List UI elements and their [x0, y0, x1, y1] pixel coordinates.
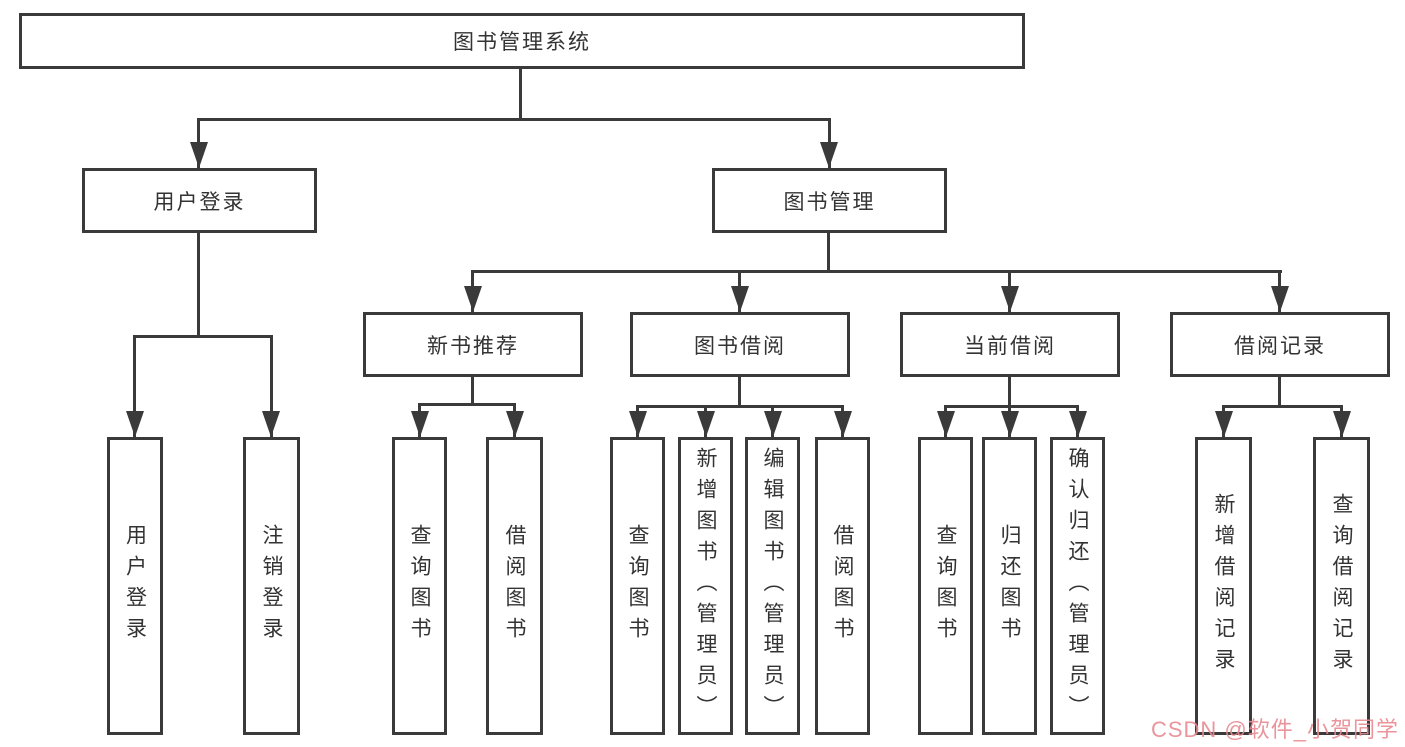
- arrowhead-down-icon: [464, 286, 482, 312]
- arrowhead-down-icon: [411, 411, 429, 437]
- csdn-watermark: CSDN @软件_小贺同学: [1150, 717, 1399, 742]
- node-book-borrowing: 图书借阅: [630, 312, 850, 377]
- arrowhead-down-icon: [506, 411, 524, 437]
- connector-book-borrow-bar: [636, 405, 844, 408]
- leaf-user-login-label: 用户登录: [123, 524, 147, 648]
- node-new-book-recommend: 新书推荐: [363, 312, 583, 377]
- leaf-query-borrow-record-label: 查询借阅记录: [1330, 493, 1354, 679]
- node-new-book-recommend-label: 新书推荐: [427, 334, 519, 358]
- connector-borrow-records-stem: [1278, 377, 1281, 405]
- leaf-query-books-1-label: 查询图书: [408, 524, 432, 648]
- connector-borrow-records-bar: [1222, 405, 1343, 408]
- leaf-query-books-3: 查询图书: [918, 437, 973, 735]
- leaf-query-books-2: 查询图书: [610, 437, 665, 735]
- leaf-edit-book-admin-label: 编辑图书（管理员）: [761, 446, 785, 726]
- node-current-borrowing-label: 当前借阅: [964, 334, 1056, 358]
- node-root: 图书管理系统: [19, 13, 1025, 69]
- connector-current-borrow-bar: [944, 405, 1079, 408]
- node-book-management: 图书管理: [712, 168, 947, 233]
- leaf-return-book-label: 归还图书: [998, 524, 1022, 648]
- leaf-borrow-books-2: 借阅图书: [815, 437, 870, 735]
- connector-user-login-bar: [133, 335, 273, 338]
- arrowhead-down-icon: [1069, 411, 1087, 437]
- leaf-borrow-books-1: 借阅图书: [486, 437, 543, 735]
- node-book-management-label: 图书管理: [783, 190, 876, 214]
- arrowhead-down-icon: [1271, 286, 1289, 312]
- connector-book-mgmt-stem: [827, 233, 830, 270]
- arrowhead-down-icon: [731, 286, 749, 312]
- arrowhead-down-icon: [764, 411, 782, 437]
- leaf-add-book-admin: 新增图书（管理员）: [678, 437, 733, 735]
- connector-to-leaf-user-login: [133, 335, 136, 437]
- connector-book-borrow-stem: [738, 377, 741, 405]
- leaf-add-borrow-record: 新增借阅记录: [1195, 437, 1252, 735]
- connector-book-mgmt-bar: [471, 270, 1282, 273]
- leaf-borrow-books-1-label: 借阅图书: [503, 524, 527, 648]
- node-root-label: 图书管理系统: [453, 31, 591, 54]
- arrowhead-down-icon: [126, 411, 144, 437]
- connector-to-leaf-logout: [270, 335, 273, 437]
- leaf-query-books-3-label: 查询图书: [934, 524, 958, 648]
- arrowhead-down-icon: [937, 411, 955, 437]
- leaf-query-books-2-label: 查询图书: [626, 524, 650, 648]
- arrowhead-down-icon: [1001, 286, 1019, 312]
- connector-root-stem: [519, 69, 522, 118]
- arrowhead-down-icon: [190, 142, 208, 168]
- leaf-return-book: 归还图书: [982, 437, 1037, 735]
- arrowhead-down-icon: [1333, 411, 1351, 437]
- leaf-add-book-admin-label: 新增图书（管理员）: [694, 446, 718, 726]
- leaf-confirm-return-admin-label: 确认归还（管理员）: [1066, 446, 1090, 726]
- node-current-borrowing: 当前借阅: [900, 312, 1120, 377]
- arrowhead-down-icon: [262, 411, 280, 437]
- arrowhead-down-icon: [1001, 411, 1019, 437]
- leaf-add-borrow-record-label: 新增借阅记录: [1212, 493, 1236, 679]
- connector-new-book-rec-bar: [418, 403, 516, 406]
- leaf-logout: 注销登录: [243, 437, 300, 735]
- node-user-login-label: 用户登录: [153, 190, 246, 214]
- leaf-query-books-1: 查询图书: [392, 437, 447, 735]
- connector-root-bar: [197, 118, 831, 121]
- arrowhead-down-icon: [697, 411, 715, 437]
- node-book-borrowing-label: 图书借阅: [694, 334, 786, 358]
- arrowhead-down-icon: [820, 142, 838, 168]
- connector-new-book-rec-stem: [471, 377, 474, 403]
- leaf-user-login: 用户登录: [107, 437, 163, 735]
- leaf-borrow-books-2-label: 借阅图书: [831, 524, 855, 648]
- arrowhead-down-icon: [1215, 411, 1233, 437]
- leaf-edit-book-admin: 编辑图书（管理员）: [745, 437, 800, 735]
- leaf-logout-label: 注销登录: [260, 524, 284, 648]
- arrowhead-down-icon: [834, 411, 852, 437]
- node-borrowing-records: 借阅记录: [1170, 312, 1390, 377]
- connector-current-borrow-stem: [1008, 377, 1011, 405]
- leaf-confirm-return-admin: 确认归还（管理员）: [1050, 437, 1105, 735]
- node-borrowing-records-label: 借阅记录: [1234, 334, 1326, 358]
- arrowhead-down-icon: [629, 411, 647, 437]
- connector-user-login-stem: [197, 233, 200, 335]
- leaf-query-borrow-record: 查询借阅记录: [1313, 437, 1370, 735]
- node-user-login: 用户登录: [82, 168, 317, 233]
